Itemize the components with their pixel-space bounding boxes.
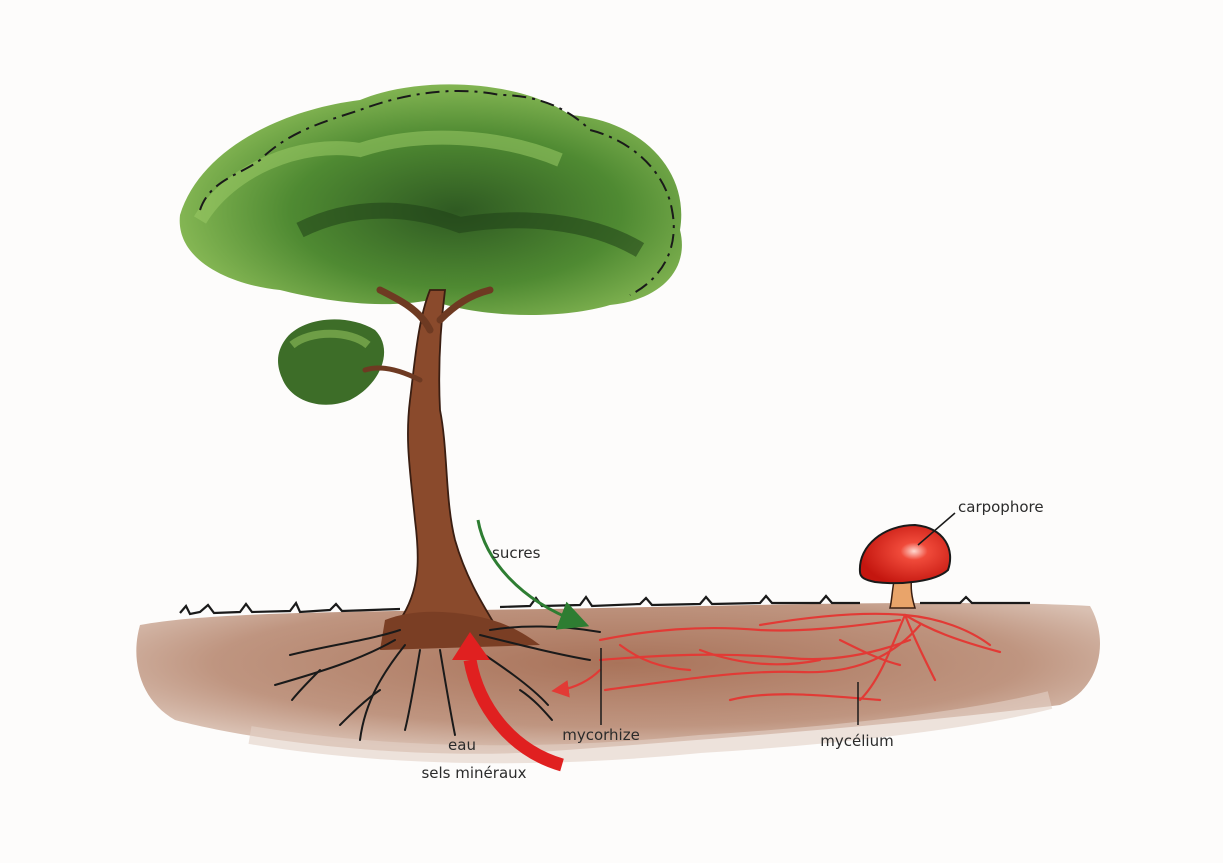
label-mycorrhiza: mycorhize (562, 726, 640, 744)
tree-trunk (365, 290, 540, 650)
label-mycelium: mycélium (820, 732, 893, 750)
label-minerals: sels minéraux (421, 764, 526, 782)
mushroom-carpophore (860, 525, 950, 608)
label-water: eau (448, 736, 476, 754)
label-sugars: sucres (492, 544, 541, 562)
label-fruiting-body: carpophore (958, 498, 1044, 516)
